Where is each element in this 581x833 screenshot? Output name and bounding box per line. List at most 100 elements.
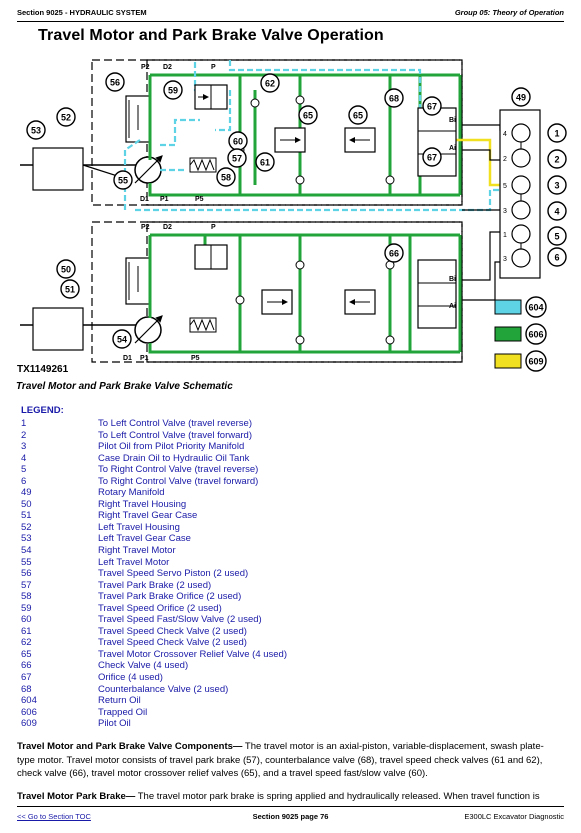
legend-key: 6: [21, 475, 27, 487]
oil-legend-swatches: 604 606 609: [494, 296, 547, 372]
port-label: P5: [191, 355, 200, 362]
page-footer: Section 9025 page 76 << Go to Section TO…: [17, 812, 564, 824]
svg-text:4: 4: [503, 131, 507, 138]
callout-1: 1: [547, 123, 567, 143]
legend-item: 57 Travel Park Brake (2 used): [21, 580, 441, 592]
port-label: P2: [141, 224, 150, 231]
legend-key: 3: [21, 441, 27, 453]
svg-text:65: 65: [303, 111, 313, 121]
port-label: D1: [140, 196, 149, 203]
oil-swatch-604: 604: [494, 296, 547, 318]
callout-49: 49: [511, 87, 531, 107]
legend-text: Right Travel Motor: [98, 545, 176, 557]
section-title: Section 9025 - HYDRAULIC SYSTEM: [17, 8, 147, 17]
port-label: P: [211, 224, 216, 231]
svg-text:604: 604: [528, 303, 543, 313]
legend-text: Rotary Manifold: [98, 487, 165, 499]
callout-2: 2: [547, 149, 567, 169]
legend-text: Check Valve (4 used): [98, 660, 189, 672]
legend-text: Return Oil: [98, 695, 141, 707]
legend-key: 51: [21, 510, 32, 522]
park-brake-paragraph: Travel Motor Park Brake— The travel moto…: [17, 791, 540, 802]
svg-text:1: 1: [503, 232, 507, 239]
port-label: P: [211, 64, 216, 71]
legend-text: Travel Park Brake (2 used): [98, 579, 212, 591]
legend-text: To Left Control Valve (travel reverse): [98, 418, 252, 429]
svg-text:57: 57: [232, 154, 242, 164]
svg-text:53: 53: [31, 126, 41, 136]
right-counterbalance-valve: [417, 259, 457, 329]
callout-51: 51: [60, 279, 80, 299]
legend-text: Travel Speed Servo Piston (2 used): [98, 568, 249, 580]
port-label: P2: [141, 64, 150, 71]
legend-text: Trapped Oil: [98, 706, 148, 718]
legend-text: Right Travel Gear Case: [98, 510, 198, 522]
callout-58: 58: [216, 167, 236, 187]
callout-68: 68: [384, 88, 404, 108]
legend-key: 56: [21, 568, 32, 580]
svg-text:51: 51: [65, 285, 75, 295]
figure-caption: Travel Motor and Park Brake Valve Schema…: [16, 381, 233, 392]
callout-52: 52: [56, 107, 76, 127]
port-label: D2: [163, 224, 172, 231]
legend-text: To Right Control Valve (travel forward): [98, 475, 259, 487]
port-label: Bi: [449, 117, 456, 124]
callout-55: 55: [113, 170, 133, 190]
legend-item: 6 To Right Control Valve (travel forward): [21, 476, 441, 488]
legend-item: 55 Left Travel Motor: [21, 557, 441, 569]
legend-key: 65: [21, 648, 32, 660]
page-title: Travel Motor and Park Brake Valve Operat…: [38, 27, 384, 44]
svg-text:1: 1: [554, 129, 559, 139]
callout-65: 65: [348, 105, 368, 125]
port-label: D1: [123, 355, 132, 362]
legend-text: Left Travel Motor: [98, 556, 170, 568]
legend-text: Pilot Oil: [98, 718, 131, 730]
svg-text:66: 66: [389, 249, 399, 259]
legend-key: 68: [21, 683, 32, 695]
legend-item: 51 Right Travel Gear Case: [21, 510, 441, 522]
svg-text:3: 3: [554, 181, 559, 191]
svg-text:5: 5: [554, 232, 559, 242]
legend-key: 57: [21, 579, 32, 591]
callout-60: 60: [228, 131, 248, 151]
port-label: Ai: [449, 303, 456, 310]
svg-text:49: 49: [516, 93, 526, 103]
callout-67: 67: [422, 147, 442, 167]
callout-56: 56: [105, 72, 125, 92]
legend-key: 59: [21, 602, 32, 614]
toc-link[interactable]: << Go to Section TOC: [17, 812, 91, 821]
rotary-manifold: 4 2 5 3 1 3: [499, 109, 541, 279]
callout-4: 4: [547, 201, 567, 221]
left-gear-case: [32, 147, 84, 191]
svg-text:6: 6: [554, 253, 559, 263]
oil-swatch-606: 606: [494, 323, 547, 345]
oil-swatch-609: 609: [494, 350, 547, 372]
callout-5: 5: [547, 226, 567, 246]
legend-key: 55: [21, 556, 32, 568]
right-gear-case: [32, 307, 84, 351]
callout-3: 3: [547, 175, 567, 195]
legend-key: 609: [21, 718, 37, 730]
svg-text:67: 67: [427, 102, 437, 112]
legend-key: 60: [21, 614, 32, 626]
legend-key: 604: [21, 695, 37, 707]
footer-rule: [17, 806, 564, 807]
legend-text: Case Drain Oil to Hydraulic Oil Tank: [98, 452, 250, 464]
legend-text: Right Travel Housing: [98, 498, 187, 510]
svg-text:61: 61: [260, 158, 270, 168]
legend-text: Left Travel Housing: [98, 521, 180, 533]
port-label: Bi: [449, 276, 456, 283]
callout-57: 57: [227, 148, 247, 168]
callout-67: 67: [422, 96, 442, 116]
legend-item: 56 Travel Speed Servo Piston (2 used): [21, 568, 441, 580]
